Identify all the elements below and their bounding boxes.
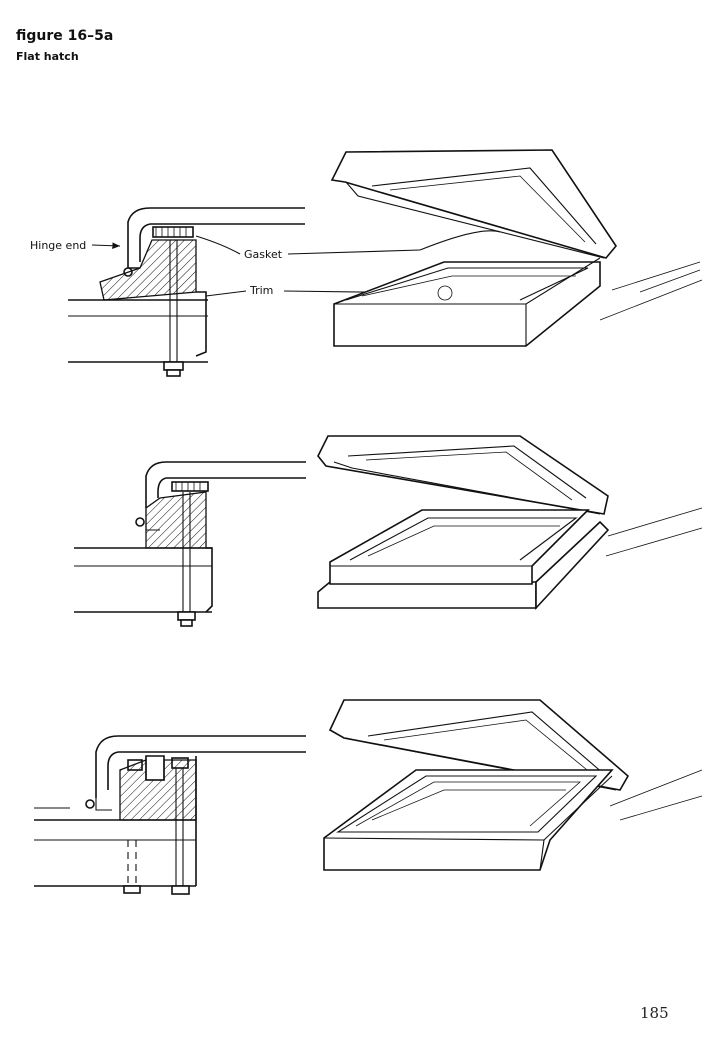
- label-trim: Trim: [249, 284, 273, 297]
- page-number: 185: [640, 1004, 669, 1022]
- gasket-shape: [152, 226, 194, 238]
- section-1-hatch-view: [330, 149, 703, 347]
- section-3-hatch-view: [323, 699, 703, 871]
- figure-title: figure 16–5a: [16, 28, 114, 44]
- label-gasket: Gasket: [244, 248, 283, 261]
- section-2-cross-section: [74, 461, 306, 627]
- section-1-cross-section: Hinge end Gasket Trim: [30, 207, 501, 377]
- label-hinge-end: Hinge end: [30, 239, 86, 252]
- section-3-cross-section: [34, 735, 306, 895]
- figure-subtitle: Flat hatch: [16, 50, 79, 63]
- section-2-hatch-view: [317, 435, 703, 611]
